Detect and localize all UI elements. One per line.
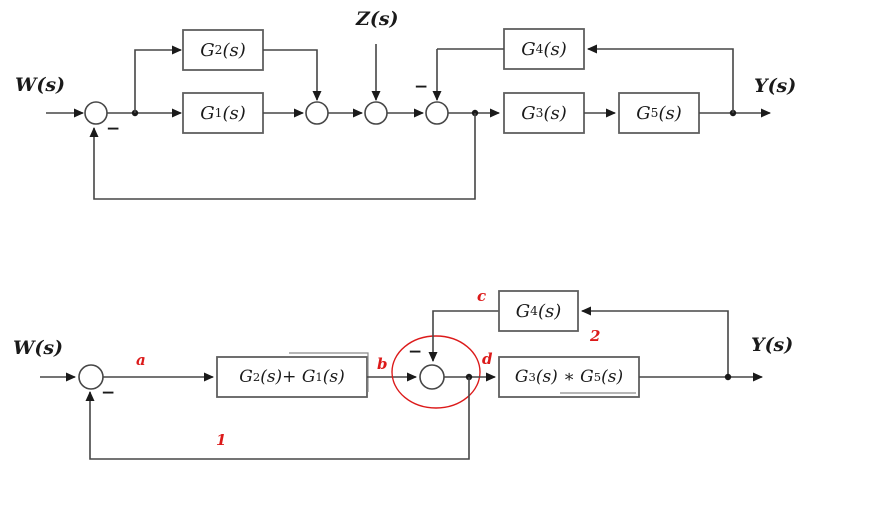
bottom-red-highlight-ellipse — [391, 335, 481, 409]
bottom-g3-times-g5-block — [498, 356, 640, 398]
bottom-block1-double-edge — [289, 352, 369, 392]
top-sum1-minus-sign: − — [106, 119, 121, 139]
bottom-sum1-minus-sign: − — [101, 383, 116, 403]
top-input-signal-label: W(s) — [15, 74, 66, 96]
top-diagram — [46, 28, 771, 200]
top-output-signal-label: Y(s) — [754, 75, 797, 97]
top-g3-block — [503, 92, 585, 134]
bottom-sum-junction-1 — [78, 364, 104, 390]
bottom-g2-plus-g1-block — [216, 356, 368, 398]
bottom-g4-block — [498, 290, 579, 332]
bottom-diagram — [40, 290, 763, 460]
annotation-b-label: b — [377, 355, 388, 373]
top-y-branch-to-g4-line — [587, 44, 734, 113]
top-sum-junction-3 — [364, 101, 388, 125]
annotation-loop2-label: 2 — [590, 327, 601, 345]
top-sum-junction-1 — [84, 101, 108, 125]
annotation-c-label: c — [477, 287, 487, 305]
bottom-g4-to-sum2-line — [428, 310, 499, 362]
annotation-a-label: a — [136, 351, 146, 369]
annotation-loop1-label: 1 — [216, 431, 227, 449]
bottom-y-branch-to-g4-line — [581, 306, 729, 377]
top-sum-junction-4 — [425, 101, 449, 125]
bottom-main-feedback-line — [85, 377, 470, 460]
top-main-feedback-line — [89, 113, 476, 200]
bottom-output-pickoff-dot — [724, 373, 732, 381]
bottom-sum-junction-2 — [419, 364, 445, 390]
bottom-sum2-minus-sign: − — [408, 342, 423, 362]
bottom-output-signal-label: Y(s) — [751, 334, 794, 356]
annotation-d-label: d — [482, 350, 493, 368]
top-branch-to-g2-line — [134, 45, 182, 113]
top-disturbance-signal-label: Z(s) — [356, 8, 399, 30]
top-g2-output-line — [263, 49, 322, 101]
top-sum4-minus-sign: − — [414, 77, 429, 97]
top-g1-block — [182, 92, 264, 134]
bottom-input-signal-label: W(s) — [13, 337, 64, 359]
top-sum-junction-2 — [305, 101, 329, 125]
